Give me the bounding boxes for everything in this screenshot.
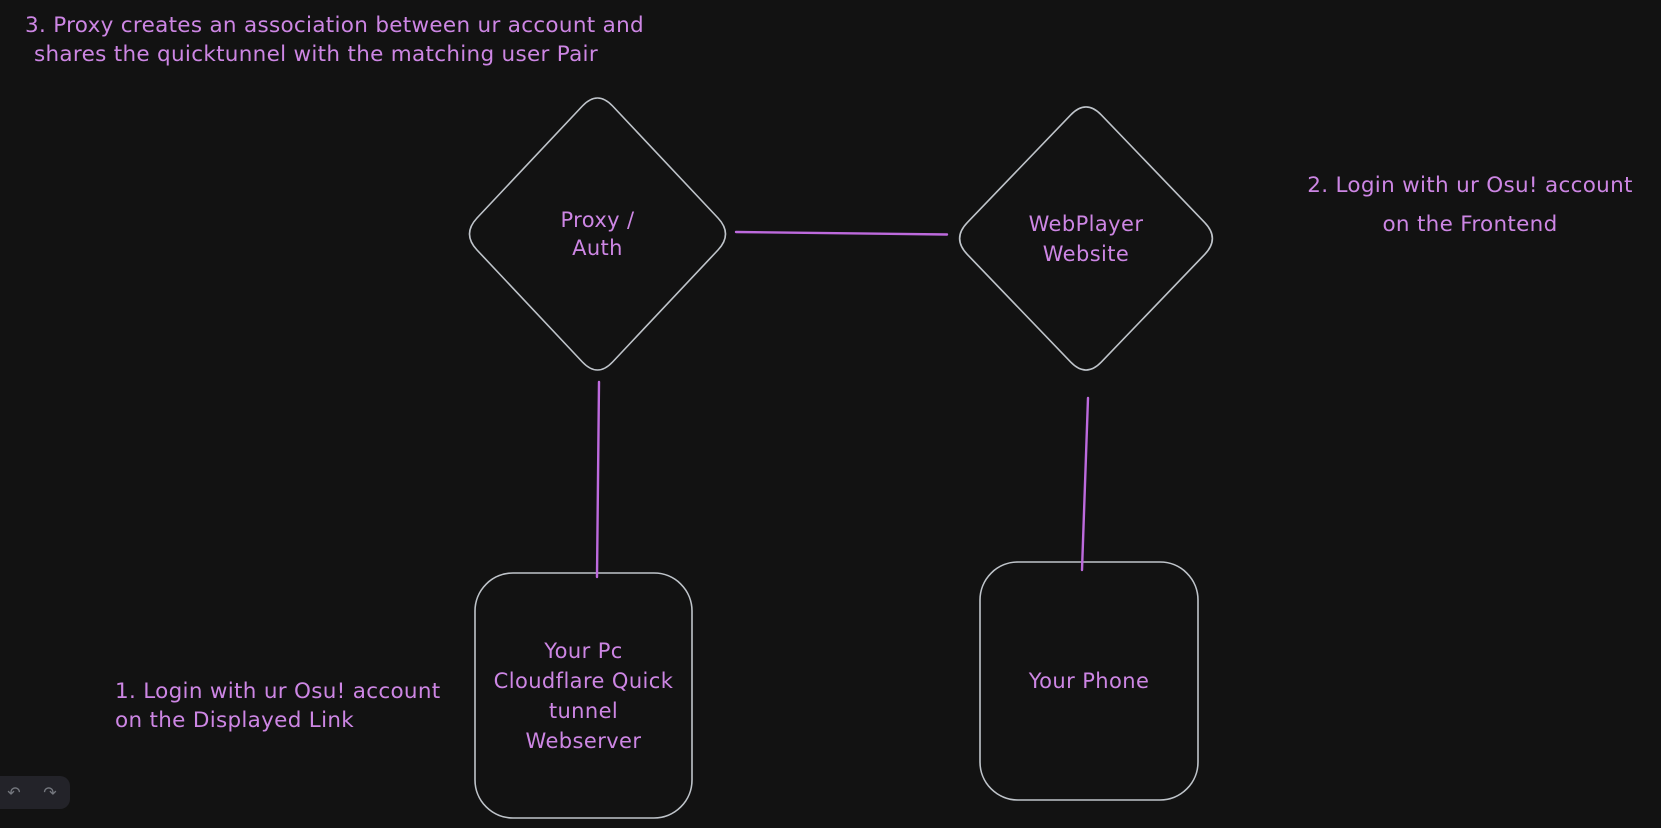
annotation-step-1[interactable]: 1. Login with ur Osu! account on the Dis… <box>115 677 441 735</box>
undo-redo-toolbar: ↶ ↷ <box>0 776 70 809</box>
rect-pc-webserver[interactable] <box>474 572 693 819</box>
annotation-step-2-line1: 2. Login with ur Osu! account <box>1307 173 1633 198</box>
connector-webplayer-phone[interactable] <box>1080 396 1090 572</box>
label-webplayer[interactable]: WebPlayer Website <box>1028 211 1144 266</box>
rect-phone[interactable] <box>979 561 1199 801</box>
undo-icon: ↶ <box>7 782 21 802</box>
redo-icon: ↷ <box>43 782 57 802</box>
redo-button[interactable]: ↷ <box>39 782 61 804</box>
label-proxy-auth[interactable]: Proxy / Auth <box>560 208 635 260</box>
annotation-step-3-line1: 3. Proxy creates an association between … <box>25 13 644 38</box>
annotation-step-1-line2: on the Displayed Link <box>115 708 355 733</box>
annotation-step-1-line1: 1. Login with ur Osu! account <box>115 679 441 704</box>
label-phone[interactable]: Your Phone <box>1028 669 1150 693</box>
label-pc-webserver[interactable]: Your Pc Cloudflare Quick tunnel Webserve… <box>493 638 674 753</box>
diamond-webplayer[interactable] <box>958 106 1214 371</box>
annotation-step-2-line2: on the Frontend <box>1382 212 1558 237</box>
annotation-step-3-line2: shares the quicktunnel with the matching… <box>34 42 598 67</box>
annotation-step-3[interactable]: 3. Proxy creates an association between … <box>25 11 644 69</box>
undo-button[interactable]: ↶ <box>3 782 25 804</box>
connector-proxy-pc[interactable] <box>595 380 601 579</box>
annotation-step-2[interactable]: 2. Login with ur Osu! account on the Fro… <box>1302 166 1638 244</box>
diamond-proxy-auth[interactable] <box>468 97 727 371</box>
connector-proxy-webplayer[interactable] <box>734 230 949 236</box>
